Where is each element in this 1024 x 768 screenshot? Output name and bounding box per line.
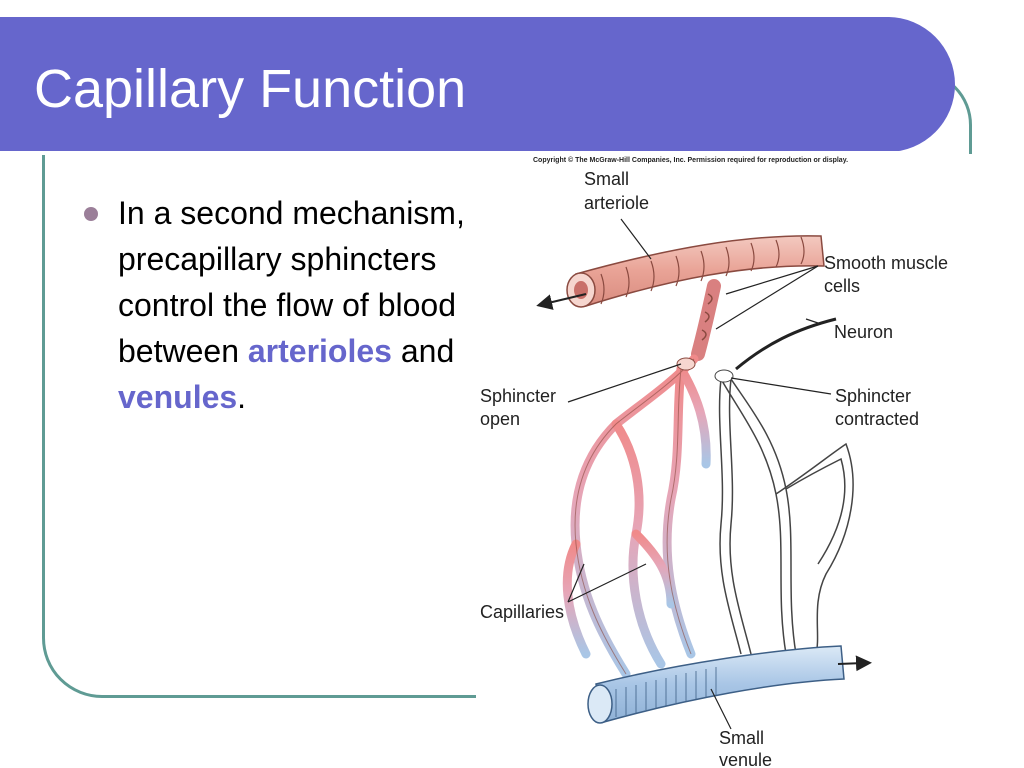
- bullet-text-middle: and: [391, 333, 455, 369]
- metarteriole: [691, 279, 721, 361]
- slide-title: Capillary Function: [34, 59, 467, 119]
- label-small-arteriole-1: Small: [584, 169, 629, 189]
- neuron-fiber: [735, 317, 837, 371]
- label-sphincter-open-2: open: [480, 409, 520, 429]
- label-smooth-muscle-2: cells: [824, 276, 860, 296]
- bullet-list: In a second mechanism, precapillary sphi…: [78, 190, 478, 420]
- leader-lines: [567, 218, 832, 730]
- title-bar: Capillary Function: [0, 17, 955, 155]
- keyword-venules: venules: [118, 379, 238, 415]
- capillary-diagram: Copyright © The McGraw-Hill Companies, I…: [480, 156, 948, 768]
- label-sphincter-open-1: Sphincter: [480, 386, 556, 406]
- label-smooth-muscle-1: Smooth muscle: [824, 253, 948, 273]
- label-small-venule-2: venule: [719, 750, 772, 768]
- capillary-bed-closed: [718, 378, 854, 655]
- copyright-notice: Copyright © The McGraw-Hill Companies, I…: [533, 156, 848, 164]
- sphincter-open-ring: [676, 357, 696, 371]
- label-sphincter-contracted-1: Sphincter: [835, 386, 911, 406]
- sphincter-contracted-ring: [714, 369, 734, 383]
- keyword-arterioles: arterioles: [247, 333, 392, 369]
- label-small-arteriole-2: arteriole: [584, 193, 649, 213]
- label-neuron: Neuron: [834, 322, 893, 342]
- bullet-text-start: In a second mechanism, precapillary sphi…: [118, 195, 465, 369]
- bullet-dot-icon: [84, 207, 98, 221]
- bullet-item: In a second mechanism, precapillary sphi…: [78, 190, 478, 420]
- label-sphincter-contracted-2: contracted: [835, 409, 919, 429]
- capillary-figure: Copyright © The McGraw-Hill Companies, I…: [476, 154, 976, 768]
- capillary-bed-open-outline: [574, 358, 695, 675]
- capillary-bed-open: [562, 354, 711, 679]
- small-arteriole: [536, 235, 825, 310]
- bullet-text-end: .: [237, 379, 247, 415]
- label-capillaries: Capillaries: [480, 602, 564, 622]
- title-underline: [0, 151, 905, 155]
- label-small-venule-1: Small: [719, 728, 764, 748]
- small-venule: [587, 645, 872, 724]
